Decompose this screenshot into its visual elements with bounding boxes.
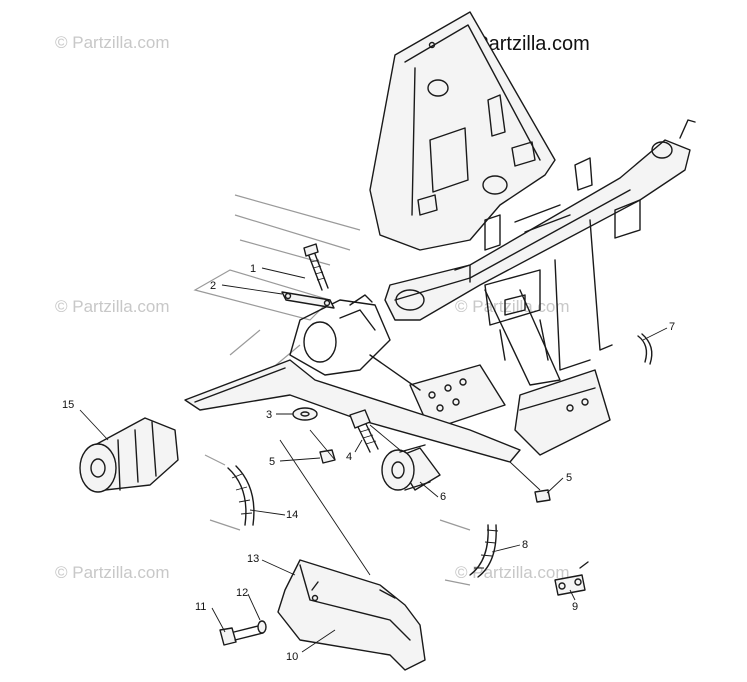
part-15-sprocket — [79, 417, 179, 493]
callout-5-right: 5 — [566, 472, 572, 484]
callout-6: 6 — [440, 491, 446, 503]
callout-2: 2 — [210, 280, 216, 292]
callout-3: 3 — [266, 409, 272, 421]
part-10-chain-guard — [277, 559, 426, 671]
watermark-mid-center: © Partzilla.com — [455, 297, 570, 316]
callout-15: 15 — [62, 399, 74, 411]
assembly-lines — [279, 424, 541, 576]
watermark-top-left: © Partzilla.com — [55, 33, 170, 52]
part-1-bolt — [303, 243, 329, 291]
part-4-bolt — [349, 409, 379, 453]
part-8-chain — [439, 519, 499, 586]
part-5-nut-right — [534, 489, 551, 503]
callout-11: 11 — [195, 601, 206, 613]
part-14-chain — [204, 454, 255, 531]
part-7-clip — [637, 333, 653, 365]
callout-leaders — [79, 267, 668, 653]
callout-13: 13 — [247, 553, 259, 565]
callout-8: 8 — [522, 539, 528, 551]
part-2-link-plate — [281, 291, 335, 309]
frame-cross-beam — [384, 119, 696, 321]
swing-arm — [184, 294, 521, 463]
callout-1: 1 — [250, 263, 256, 275]
callout-7: 7 — [669, 321, 675, 333]
part-6-roller — [381, 444, 441, 491]
watermark-mid-left: © Partzilla.com — [55, 297, 170, 316]
callout-4: 4 — [346, 451, 352, 463]
part-9-master-link — [554, 561, 589, 596]
callout-9: 9 — [572, 601, 578, 613]
watermark-bottom-left: © Partzilla.com — [55, 563, 170, 582]
rear-bracket — [514, 369, 611, 456]
part-5-nut-left — [319, 449, 336, 464]
frame-struts — [484, 219, 613, 386]
part-12-washer — [257, 620, 267, 634]
part-3-washer — [292, 407, 318, 421]
callout-12: 12 — [236, 587, 248, 599]
part-11-bolt — [219, 624, 264, 646]
callout-10: 10 — [286, 651, 298, 663]
callout-14: 14 — [286, 509, 298, 521]
callout-5-left: 5 — [269, 456, 275, 468]
